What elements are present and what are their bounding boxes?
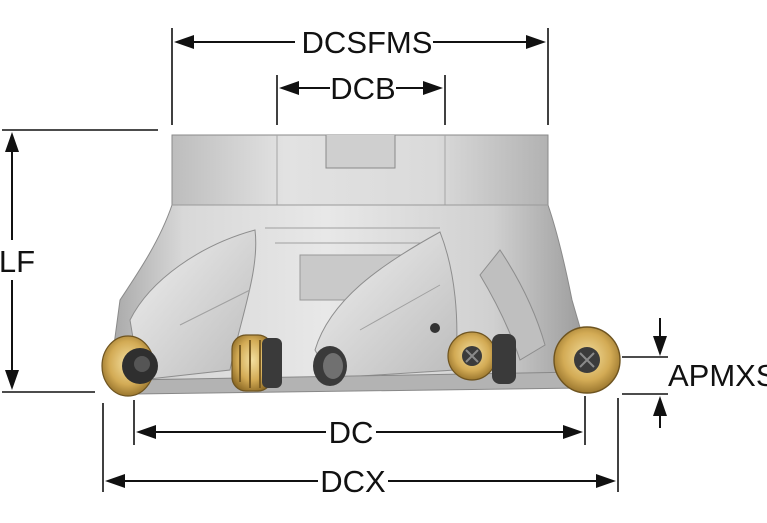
cutter-body <box>111 134 589 395</box>
label-dcsfms: DCSFMS <box>302 25 433 60</box>
dim-dcb: DCB <box>276 71 446 125</box>
insert-center-right <box>447 331 516 384</box>
dim-dcsfms: DCSFMS <box>171 25 549 125</box>
label-dcx: DCX <box>320 464 386 499</box>
label-apmxs: APMXS <box>668 358 767 393</box>
label-dc: DC <box>329 415 374 450</box>
dim-lf: LF <box>0 129 158 393</box>
dim-dc: DC <box>133 396 586 450</box>
insert-center-left <box>231 334 282 392</box>
insert-right <box>553 326 621 394</box>
dim-apmxs: APMXS <box>622 318 767 428</box>
dim-dcx: DCX <box>102 398 619 499</box>
insert-left <box>101 335 158 397</box>
label-lf: LF <box>0 244 35 279</box>
label-dcb: DCB <box>330 71 395 106</box>
screw-pocket <box>313 346 347 386</box>
